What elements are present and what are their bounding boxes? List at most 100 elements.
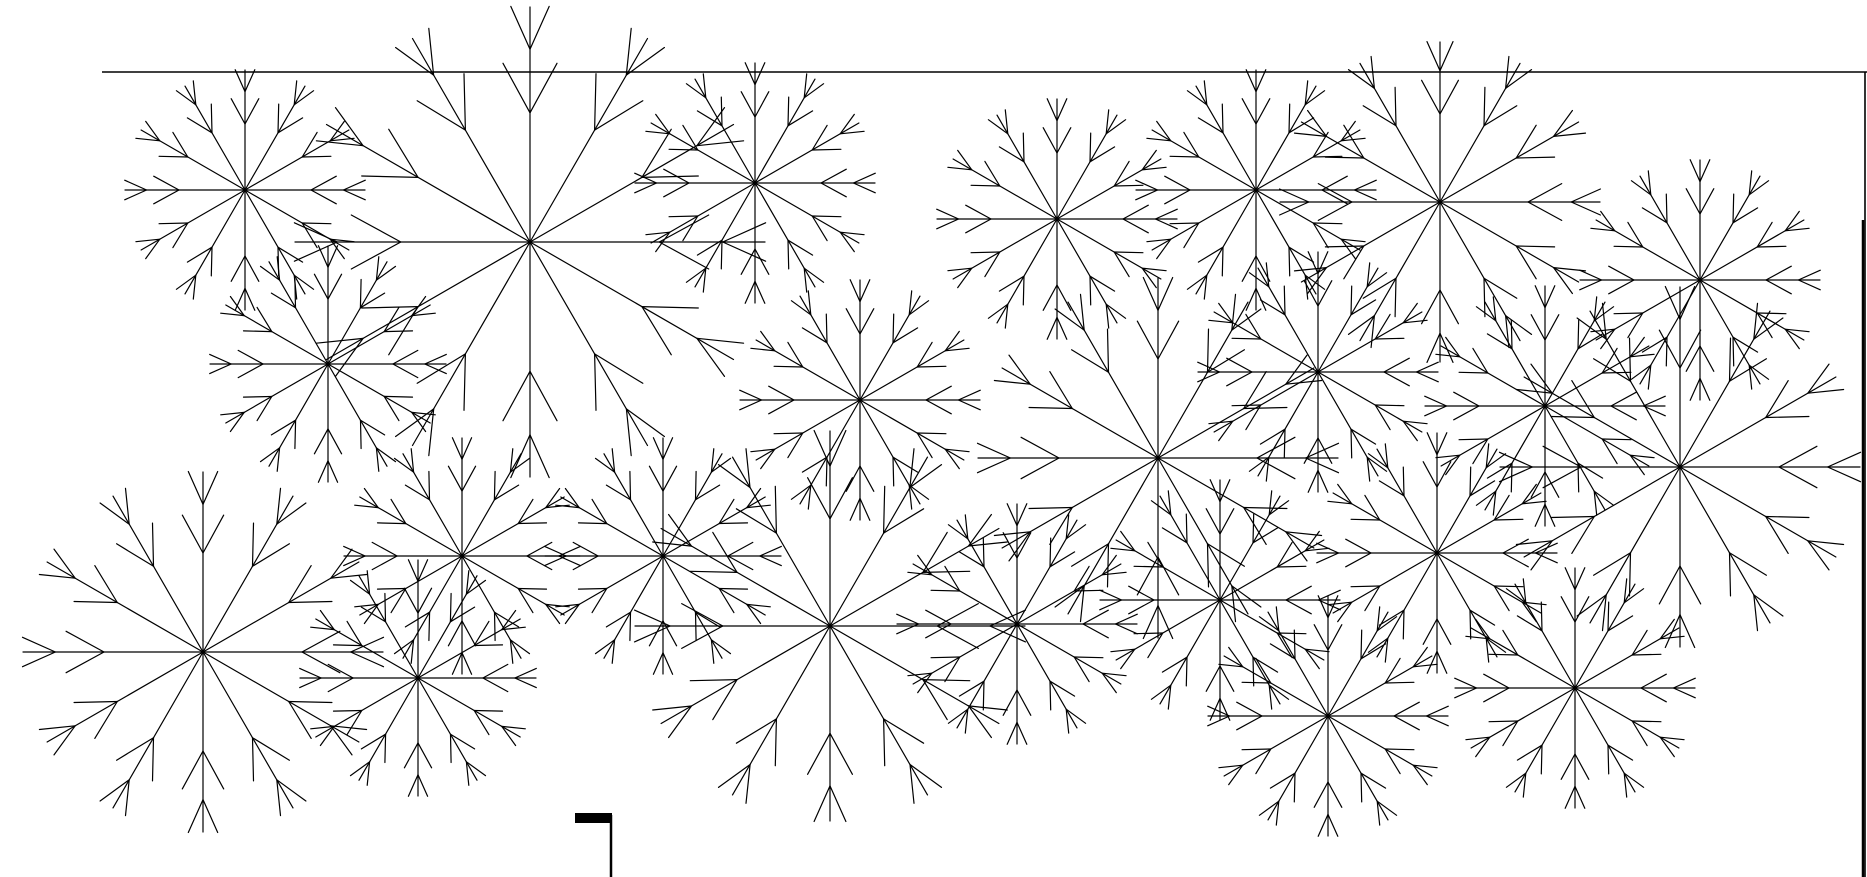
snowflake-branch — [159, 156, 188, 157]
snowflake-branch — [334, 711, 362, 712]
snowflake-branch — [451, 734, 452, 762]
snowflake-branch — [494, 472, 495, 500]
snowflake-branch — [385, 734, 386, 762]
snowflake-branch — [1578, 320, 1579, 349]
snowflake-branch — [1351, 286, 1352, 315]
snowflake-branch — [518, 589, 546, 590]
snowflake-branch — [1313, 223, 1342, 224]
snowflake-branch — [1666, 337, 1667, 366]
snowflake-branch — [893, 314, 894, 343]
snowflake-branch — [159, 223, 188, 224]
snowflake-branch — [983, 538, 984, 567]
snowflake-branch — [302, 223, 331, 224]
snowflake-branch — [384, 396, 412, 397]
snowflake-branch — [719, 523, 747, 524]
snowflake-branch — [334, 645, 362, 646]
snowflake-branch — [983, 681, 984, 710]
snowflake-branch — [1023, 133, 1024, 162]
snowflake-branch — [826, 457, 827, 486]
snowflake-branch — [1757, 313, 1786, 314]
snowflake-branch — [1074, 590, 1103, 591]
snowflake-branch — [1666, 194, 1667, 223]
snowflake-branch — [931, 590, 960, 591]
snowflake-branch — [719, 589, 747, 590]
snowflake-branch — [1361, 630, 1362, 659]
snowflake-branch — [1134, 633, 1163, 634]
snowflake-branch — [1608, 745, 1609, 774]
snowflake-branch — [295, 420, 296, 448]
snowflake-branch — [826, 314, 827, 343]
snowflake-branch — [1277, 566, 1306, 567]
snowflake-branch — [917, 366, 946, 367]
snowflake-branch — [1023, 276, 1024, 305]
snowflake-branch — [971, 252, 1000, 253]
snowflake-branch — [1494, 586, 1523, 587]
snowflake-branch — [1253, 657, 1254, 686]
snowflake-branch — [1375, 405, 1404, 406]
snowflake-branch — [1289, 104, 1290, 133]
snowflake-branch — [244, 331, 272, 332]
snowflake-branch — [630, 472, 631, 500]
snowflake-branch — [579, 589, 607, 590]
snowflake-branch — [450, 594, 451, 622]
snowflake-branch — [1632, 654, 1661, 655]
snowflake-branch — [211, 247, 212, 276]
snowflake-branch — [1090, 133, 1091, 162]
snowflake-branch — [1186, 514, 1187, 543]
snowflake-branch — [474, 645, 502, 646]
snowflake-branch — [1470, 610, 1471, 639]
snowflake-branch — [1134, 566, 1163, 567]
snowflake-branch — [378, 523, 406, 524]
snowflake-branch — [1489, 654, 1518, 655]
snowflake-branch — [1253, 514, 1254, 543]
snowflake-branch — [1541, 745, 1542, 774]
snowflake-branch — [1494, 519, 1523, 520]
snowflake-branch — [788, 240, 789, 269]
snowflake-branch — [1602, 439, 1631, 440]
snowflake-branch — [295, 280, 296, 308]
snowflake-branch — [774, 433, 803, 434]
snowflake-branch — [1289, 247, 1290, 276]
snowflake-branch — [1351, 519, 1380, 520]
snowflake-branch — [1242, 682, 1271, 683]
snowflake-branch — [1403, 610, 1404, 639]
snowflake-branch — [1294, 773, 1295, 802]
snowflake-branch — [1294, 630, 1295, 659]
snowflake-branch — [971, 185, 1000, 186]
snowflake-branch — [474, 711, 502, 712]
snowflake-branch — [721, 240, 722, 269]
snowflake-branch — [1608, 602, 1609, 631]
snowflake-branch — [1222, 247, 1223, 276]
snowflake-branch — [1459, 439, 1488, 440]
snowflake-branch — [812, 216, 841, 217]
snowflake-branch — [1375, 338, 1404, 339]
snowflake-branch — [1351, 586, 1380, 587]
snowflake-branch — [630, 612, 631, 640]
snowflake-branch — [1284, 286, 1285, 315]
snowflake-branch — [1050, 681, 1051, 710]
snowflake-branch — [1489, 721, 1518, 722]
snowflake-branch — [1470, 467, 1471, 496]
snowflake-branch — [1614, 313, 1643, 314]
snowflake-branch — [1050, 538, 1051, 567]
snowflake-branch — [1361, 773, 1362, 802]
snowflake-branch — [696, 472, 697, 500]
snowflake-branch — [1511, 320, 1512, 349]
snowflake-branch — [278, 104, 279, 133]
snowflake-branch — [1090, 276, 1091, 305]
snowflake-branch — [1459, 372, 1488, 373]
snowflake-branch — [1284, 429, 1285, 458]
snowflake-branch — [378, 589, 406, 590]
snowflake-branch — [788, 97, 789, 126]
snowflake-branch — [669, 216, 698, 217]
snowflake-branch — [893, 457, 894, 486]
snowflake-branch — [244, 397, 272, 398]
snowflake-branch — [1351, 429, 1352, 458]
snowflake-branch — [917, 433, 946, 434]
snowflake-branch — [774, 366, 803, 367]
snowflake-branch — [429, 612, 430, 640]
snowflake-branch — [721, 97, 722, 126]
snowflake-branch — [360, 280, 361, 308]
snowflake-branch — [1385, 682, 1414, 683]
